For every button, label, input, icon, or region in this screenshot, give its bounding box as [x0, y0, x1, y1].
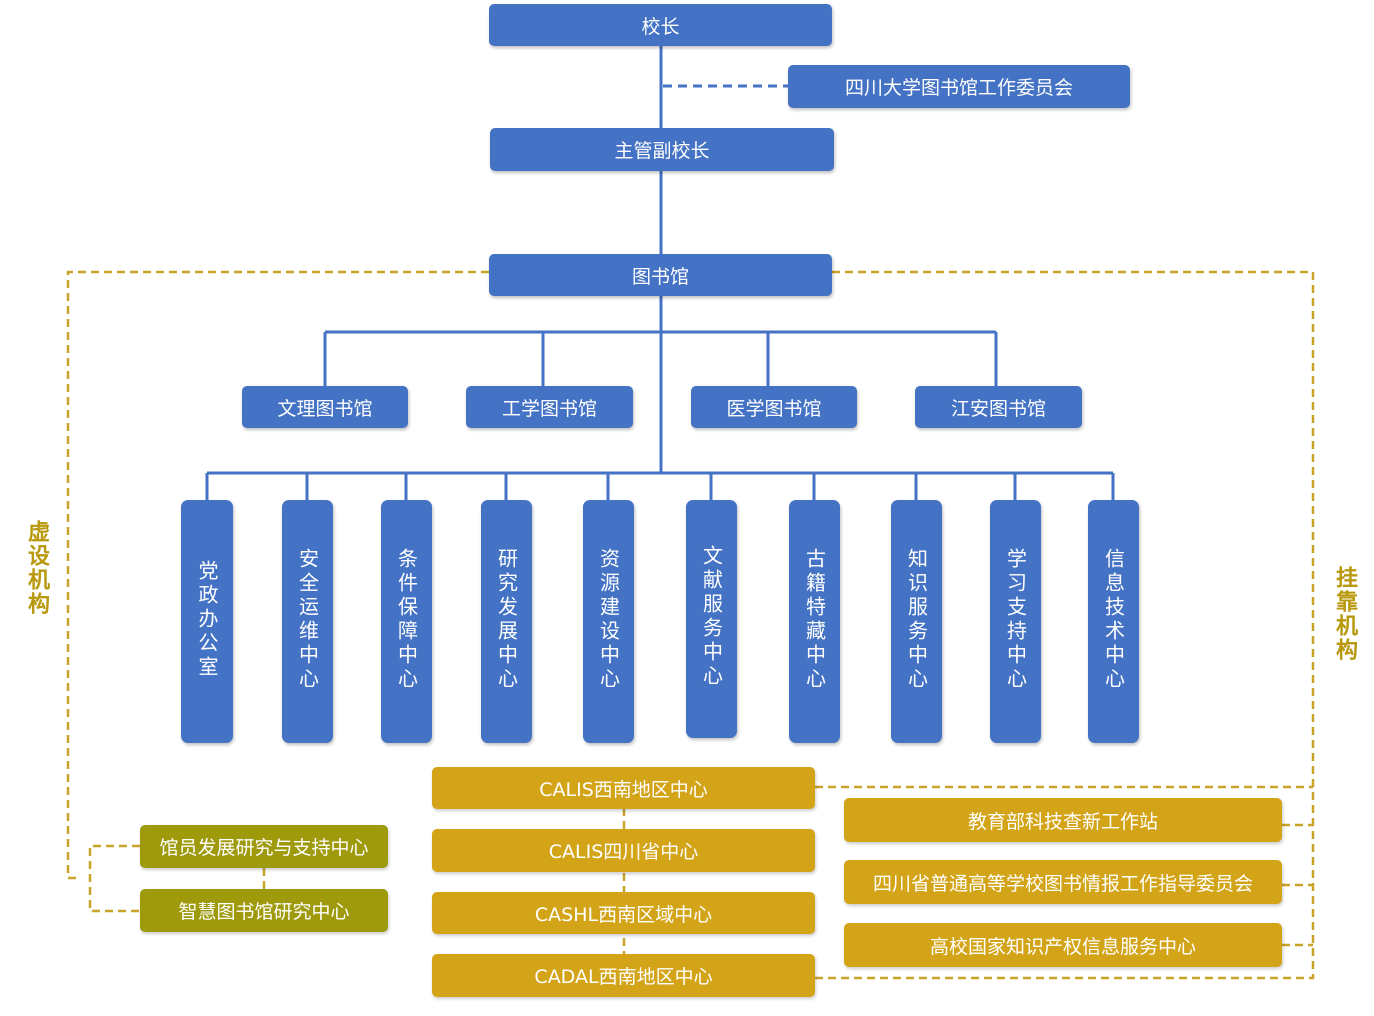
center-box: 研究发展中心 — [481, 500, 532, 743]
center-box: 信息技术中心 — [1088, 500, 1139, 743]
branch-box: 文理图书馆 — [242, 386, 408, 428]
vice-president-label: 主管副校长 — [614, 140, 710, 162]
center-box: 知识服务中心 — [891, 500, 942, 743]
virtual-units-label: 虚设机构 — [24, 520, 49, 616]
affiliated-unit-label: CADAL西南地区中心 — [534, 966, 713, 988]
affiliated-units-label: 挂靠机构 — [1332, 566, 1357, 662]
branch-label: 工学图书馆 — [501, 397, 597, 420]
virtual-unit-box: 馆员发展研究与支持中心 — [140, 825, 388, 868]
committee-label: 四川大学图书馆工作委员会 — [844, 77, 1073, 99]
center-label: 条件保障中心 — [394, 548, 419, 692]
library-label: 图书馆 — [631, 265, 689, 288]
affiliated-unit-box: CALIS四川省中心 — [432, 829, 815, 872]
center-box: 安全运维中心 — [282, 500, 333, 743]
branch-label: 江安图书馆 — [950, 397, 1046, 420]
branch-box: 工学图书馆 — [466, 386, 633, 428]
branch-label: 文理图书馆 — [277, 397, 373, 420]
center-box: 古籍特藏中心 — [789, 500, 840, 743]
branch-box: 江安图书馆 — [915, 386, 1082, 428]
affiliated-unit-label: CASHL西南区域中心 — [534, 903, 713, 926]
center-label: 研究发展中心 — [494, 548, 519, 692]
affiliated-unit-box: 教育部科技查新工作站 — [844, 798, 1282, 842]
affiliated-unit-label: 教育部科技查新工作站 — [967, 810, 1158, 833]
affiliated-unit-label: 四川省普通高等学校图书情报工作指导委员会 — [872, 872, 1253, 895]
affiliated-unit-box: CALIS西南地区中心 — [432, 767, 815, 809]
center-label: 安全运维中心 — [295, 548, 320, 692]
center-box: 党政办公室 — [181, 500, 233, 743]
center-label: 资源建设中心 — [596, 548, 621, 692]
affiliated-unit-label: CALIS四川省中心 — [548, 841, 699, 863]
center-label: 党政办公室 — [195, 560, 219, 680]
library-box: 图书馆 — [489, 254, 832, 296]
center-box: 资源建设中心 — [583, 500, 634, 743]
center-label: 古籍特藏中心 — [802, 548, 827, 692]
virtual-unit-box: 智慧图书馆研究中心 — [140, 889, 388, 932]
center-label: 信息技术中心 — [1101, 548, 1126, 692]
branch-box: 医学图书馆 — [691, 386, 857, 428]
affiliated-unit-box: 高校国家知识产权信息服务中心 — [844, 923, 1282, 967]
center-label: 学习支持中心 — [1003, 548, 1028, 692]
center-box: 条件保障中心 — [381, 500, 432, 743]
center-label: 知识服务中心 — [904, 548, 929, 692]
virtual-unit-label: 馆员发展研究与支持中心 — [159, 837, 369, 859]
affiliated-unit-box: CADAL西南地区中心 — [432, 954, 815, 997]
affiliated-unit-label: CALIS西南地区中心 — [539, 778, 708, 801]
center-box: 文献服务中心 — [686, 500, 737, 738]
affiliated-unit-box: 四川省普通高等学校图书情报工作指导委员会 — [844, 860, 1282, 904]
virtual-unit-label: 智慧图书馆研究中心 — [178, 901, 350, 923]
center-label: 文献服务中心 — [699, 545, 724, 689]
president-box: 校长 — [489, 4, 832, 46]
affiliated-unit-label: 高校国家知识产权信息服务中心 — [929, 935, 1196, 958]
vice-president-box: 主管副校长 — [490, 128, 834, 171]
center-box: 学习支持中心 — [990, 500, 1041, 743]
affiliated-unit-box: CASHL西南区域中心 — [432, 892, 815, 934]
branch-label: 医学图书馆 — [726, 397, 822, 420]
president-label: 校长 — [641, 15, 680, 38]
committee-box: 四川大学图书馆工作委员会 — [788, 65, 1130, 108]
